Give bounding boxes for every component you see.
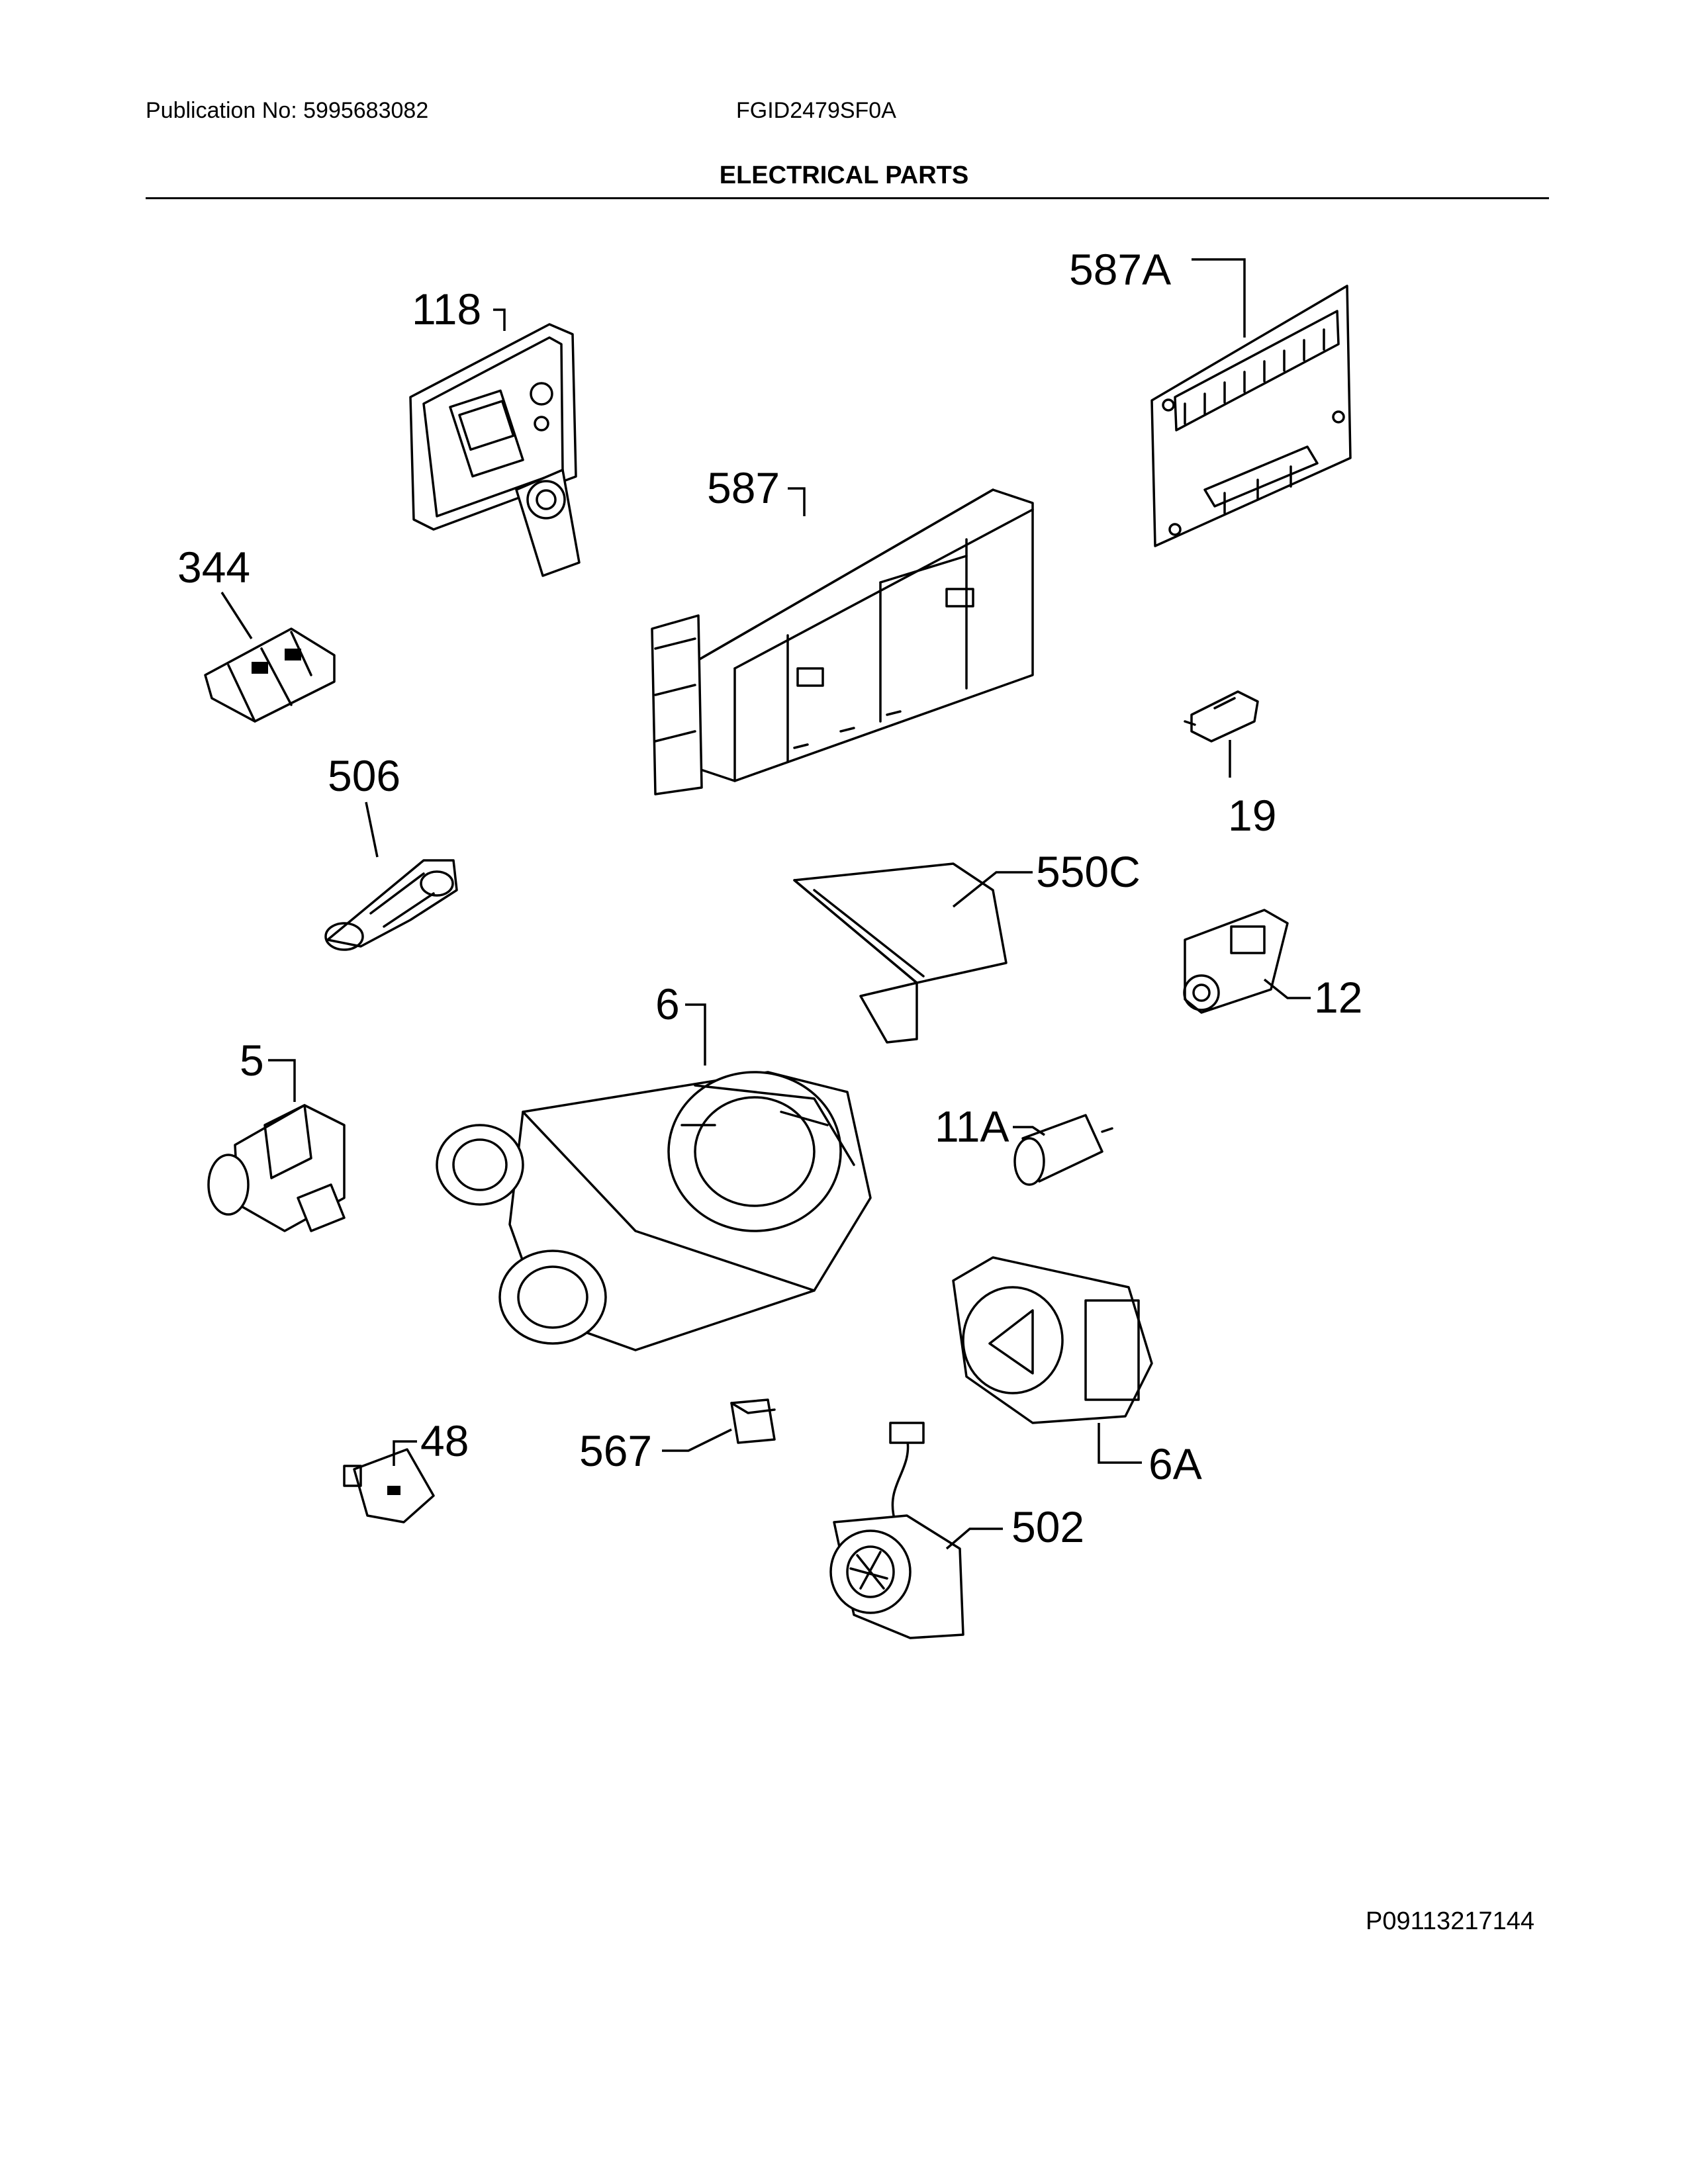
part-118-control-panel bbox=[409, 323, 581, 577]
callout-label-6: 6 bbox=[655, 979, 680, 1028]
callout-label-12: 12 bbox=[1314, 973, 1362, 1022]
model-number: FGID2479SF0A bbox=[736, 98, 896, 123]
callout-label-5: 5 bbox=[240, 1036, 264, 1085]
header-rule bbox=[146, 197, 1549, 199]
callout-label-6A: 6A bbox=[1149, 1439, 1202, 1488]
callout-label-587A: 587A bbox=[1069, 245, 1171, 294]
part-12-sensor bbox=[1183, 909, 1289, 1014]
callout-587: 587 bbox=[707, 463, 806, 516]
callout-48: 48 bbox=[393, 1416, 469, 1466]
callout-567: 567 bbox=[579, 1426, 732, 1475]
part-550C-cover bbox=[793, 862, 1008, 1044]
callout-6A: 6A bbox=[1098, 1423, 1202, 1488]
callout-label-118: 118 bbox=[412, 285, 481, 334]
callout-label-11A: 11A bbox=[935, 1102, 1009, 1151]
callout-label-567: 567 bbox=[579, 1426, 652, 1475]
callout-19: 19 bbox=[1228, 740, 1276, 840]
callout-label-48: 48 bbox=[420, 1416, 469, 1465]
callout-344: 344 bbox=[177, 543, 253, 639]
part-506-dispenser-actuator bbox=[324, 859, 458, 951]
callout-502: 502 bbox=[945, 1502, 1084, 1551]
callout-118: 118 bbox=[412, 285, 506, 334]
callout-label-344: 344 bbox=[177, 543, 250, 592]
callout-5: 5 bbox=[240, 1036, 296, 1102]
page-title: ELECTRICAL PARTS bbox=[719, 161, 969, 189]
callout-11A: 11A bbox=[935, 1102, 1045, 1151]
callout-label-506: 506 bbox=[328, 751, 400, 800]
callout-label-19: 19 bbox=[1228, 791, 1276, 840]
callout-label-550C: 550C bbox=[1036, 847, 1141, 896]
callout-label-502: 502 bbox=[1011, 1502, 1084, 1551]
publication-number: Publication No: 5995683082 bbox=[146, 98, 429, 123]
part-567-clip bbox=[730, 1398, 776, 1444]
part-19-sensor bbox=[1184, 690, 1259, 743]
callout-6: 6 bbox=[655, 979, 706, 1066]
part-587-control-module bbox=[651, 488, 1034, 796]
part-6-circulation-pump bbox=[436, 1071, 872, 1351]
part-11A-capacitor bbox=[1013, 1114, 1113, 1186]
diagram-code: P09113217144 bbox=[1366, 1907, 1534, 1935]
callout-587A: 587A bbox=[1069, 245, 1246, 338]
part-5-inlet-valve bbox=[207, 1104, 346, 1232]
part-6A-drain-pump bbox=[952, 1256, 1153, 1424]
part-48-switch bbox=[343, 1448, 435, 1524]
callout-506: 506 bbox=[328, 751, 400, 858]
part-587A-circuit-board bbox=[1150, 285, 1352, 547]
callout-label-587: 587 bbox=[707, 463, 780, 512]
part-344-switch bbox=[204, 627, 336, 723]
part-502-fan bbox=[829, 1422, 964, 1639]
callout-550C: 550C bbox=[952, 847, 1141, 908]
callout-12: 12 bbox=[1263, 973, 1362, 1022]
